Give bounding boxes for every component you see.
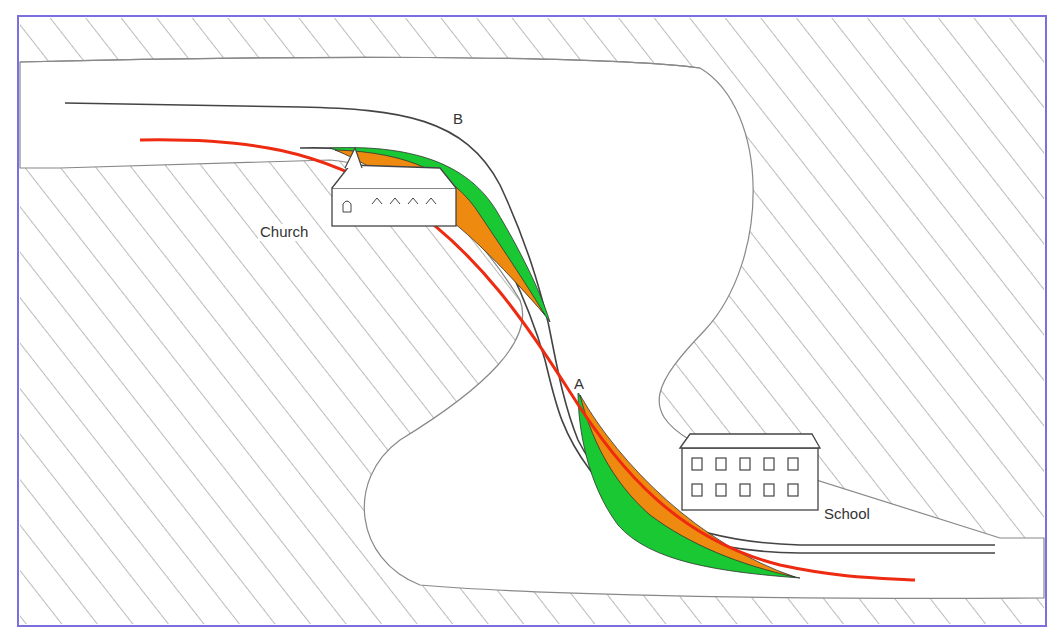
frame <box>18 16 1046 626</box>
new-road <box>140 140 915 580</box>
building-label: School <box>822 506 872 523</box>
point-label: B <box>451 111 465 128</box>
school-symbol <box>680 434 820 510</box>
top-edge <box>20 57 700 68</box>
building-label: Church <box>258 224 310 241</box>
valley-outline <box>20 57 1044 598</box>
old-road-edge <box>65 103 995 545</box>
church-symbol <box>332 148 456 226</box>
fill-area <box>330 148 550 322</box>
hatched-ground <box>20 18 1044 624</box>
point-label: A <box>572 376 586 393</box>
